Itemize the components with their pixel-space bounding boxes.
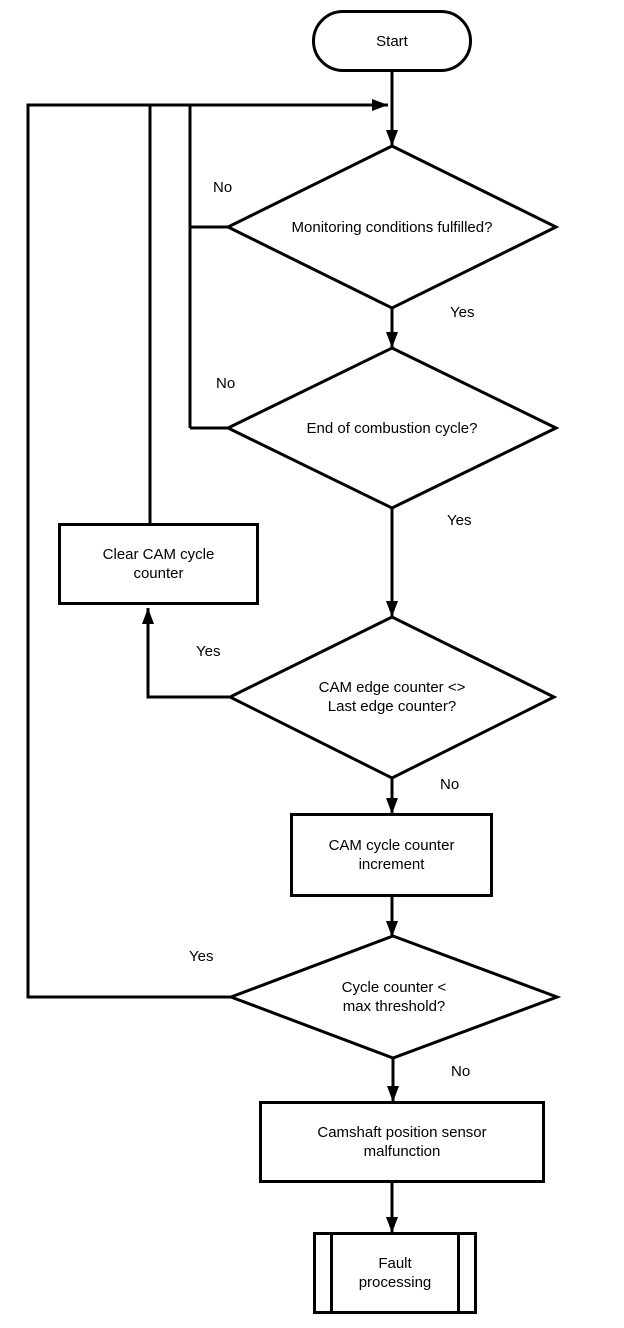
edge-threshold-yes-loop	[26, 99, 388, 999]
node-increment: CAM cycle counter increment	[290, 813, 493, 897]
node-malfunction: Camshaft position sensor malfunction	[259, 1101, 545, 1183]
label-combustion-no: No	[216, 375, 236, 392]
node-clear-counter-label: Clear CAM cycle counter	[102, 546, 215, 582]
node-fault-processing-label: Fault processing	[358, 1255, 432, 1291]
decision-edge-compare-text: CAM edge counter <> Last edge counter?	[318, 679, 466, 715]
edge-edge-compare-yes	[142, 608, 229, 699]
label-monitoring-yes: Yes	[450, 304, 475, 321]
decision-monitoring-text: Monitoring conditions fulfilled?	[291, 218, 493, 236]
decision-combustion-text: End of combustion cycle?	[306, 419, 478, 437]
node-start: Start	[312, 10, 472, 72]
decision-threshold-text: Cycle counter < max threshold?	[341, 979, 447, 1015]
node-start-label: Start	[376, 32, 408, 50]
decision-monitoring-shape	[224, 144, 560, 310]
decision-threshold-shape	[226, 934, 562, 1060]
label-threshold-yes: Yes	[189, 948, 214, 965]
predefined-right-bar	[457, 1235, 460, 1311]
node-increment-label: CAM cycle counter increment	[328, 837, 455, 873]
decision-edge-compare-shape	[226, 615, 558, 780]
node-combustion-label: End of combustion cycle?	[242, 408, 542, 448]
node-monitoring-label: Monitoring conditions fulfilled?	[242, 207, 542, 247]
predefined-left-bar	[330, 1235, 333, 1311]
label-threshold-no: No	[451, 1063, 471, 1080]
node-edge-compare-label: CAM edge counter <> Last edge counter?	[272, 677, 512, 717]
node-malfunction-label: Camshaft position sensor malfunction	[317, 1124, 487, 1160]
node-fault-processing: Fault processing	[313, 1232, 477, 1314]
decision-combustion-shape	[224, 346, 560, 510]
edge-no-branches-loop	[188, 105, 229, 430]
node-clear-counter: Clear CAM cycle counter	[58, 523, 259, 605]
label-combustion-yes: Yes	[447, 512, 472, 529]
label-monitoring-no: No	[213, 179, 233, 196]
label-edge-compare-no: No	[440, 776, 460, 793]
node-threshold-label: Cycle counter < max threshold?	[282, 977, 506, 1017]
label-edge-compare-yes: Yes	[196, 643, 221, 660]
